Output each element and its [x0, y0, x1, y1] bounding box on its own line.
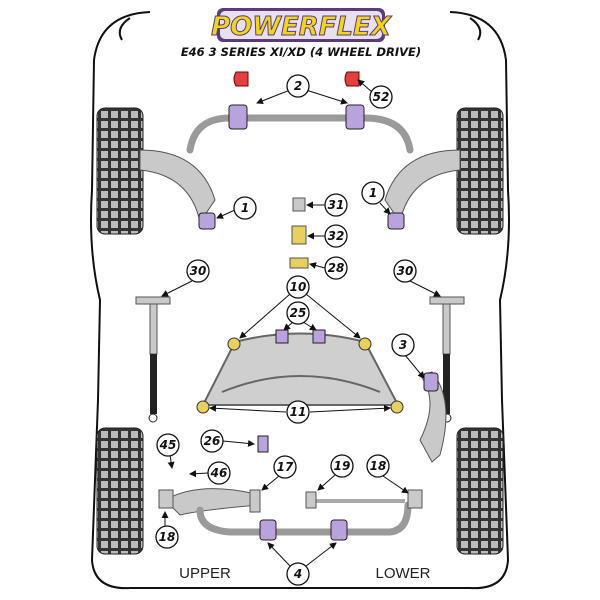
callout-17: 17: [273, 455, 297, 479]
svg-text:26: 26: [204, 434, 221, 448]
car-body-outline: [90, 11, 510, 590]
label-upper: UPPER: [179, 565, 231, 582]
callout-18-right: 18: [366, 454, 390, 478]
svg-text:52: 52: [373, 90, 390, 104]
svg-text:19: 19: [334, 459, 351, 473]
front-right-arm: [384, 149, 461, 224]
svg-text:30: 30: [397, 264, 414, 278]
callout-30-right: 30: [393, 259, 417, 283]
svg-text:3: 3: [399, 338, 407, 352]
brand-logo: POWERFLEX: [211, 12, 393, 42]
callout-3: 3: [391, 333, 415, 357]
callout-19: 19: [330, 454, 354, 478]
callout-1-left: 1: [233, 196, 257, 220]
wheel-front-left: [96, 107, 144, 235]
svg-text:11: 11: [290, 405, 307, 419]
callout-32: 32: [324, 224, 348, 248]
callout-30-left: 30: [186, 259, 210, 283]
callout-25: 25: [286, 301, 310, 325]
model-subtitle: E46 3 SERIES XI/XD (4 WHEEL DRIVE): [181, 45, 421, 59]
svg-text:18: 18: [370, 459, 387, 473]
callout-46: 46: [207, 461, 231, 485]
svg-text:1: 1: [241, 201, 249, 215]
callout-10: 10: [286, 275, 310, 299]
svg-text:25: 25: [290, 306, 307, 320]
callout-26: 26: [200, 429, 224, 453]
svg-text:32: 32: [328, 229, 345, 243]
wheel-rear-left: [96, 427, 144, 555]
svg-text:17: 17: [277, 460, 294, 474]
callout-52: 52: [369, 85, 393, 109]
svg-text:31: 31: [328, 198, 345, 212]
callout-45: 45: [156, 433, 180, 457]
svg-text:28: 28: [328, 261, 345, 275]
callout-2: 2: [286, 74, 310, 98]
callout-31: 31: [324, 193, 348, 217]
callout-4: 4: [286, 562, 310, 586]
wheel-front-right: [456, 107, 504, 235]
label-lower: LOWER: [375, 565, 430, 582]
callout-18-left: 18: [155, 525, 179, 549]
svg-text:10: 10: [290, 280, 307, 294]
svg-text:1: 1: [369, 186, 377, 200]
svg-text:45: 45: [159, 438, 177, 452]
svg-text:4: 4: [293, 567, 302, 581]
wheel-rear-right: [456, 427, 504, 555]
svg-text:30: 30: [190, 264, 207, 278]
callout-11: 11: [286, 400, 310, 424]
svg-text:18: 18: [159, 530, 176, 544]
callout-1-right: 1: [361, 181, 385, 205]
front-left-arm: [139, 149, 216, 224]
svg-text:2: 2: [294, 79, 302, 93]
svg-text:46: 46: [210, 466, 228, 480]
callout-28: 28: [324, 256, 348, 280]
strut-left: [135, 296, 171, 423]
